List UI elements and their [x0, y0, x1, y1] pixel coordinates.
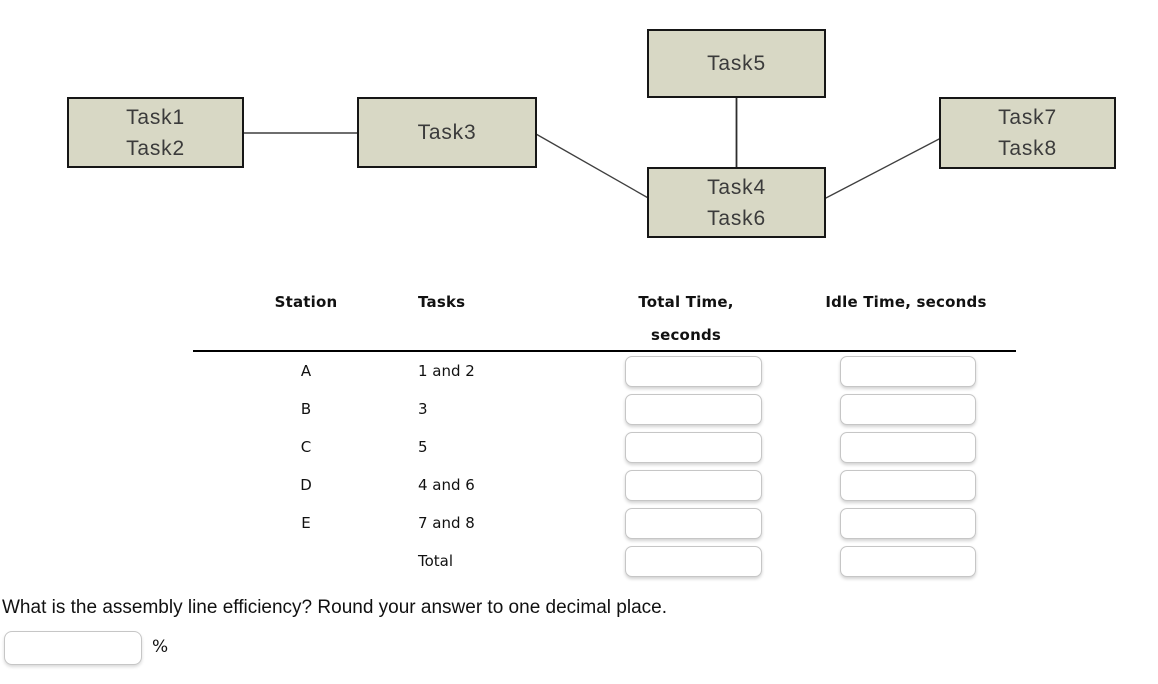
diagram-box-task1-task2: Task1 Task2 [67, 97, 244, 168]
column-header-total-time-line1: Total Time, [638, 293, 734, 311]
column-header-idle-time: Idle Time, seconds [825, 293, 987, 311]
diagram-box-label: Task4 [707, 175, 766, 199]
idle-time-input-a[interactable] [840, 356, 976, 387]
total-time-input-total[interactable] [625, 546, 762, 577]
total-time-input-e[interactable] [625, 508, 762, 539]
diagram-box-task4-task6: Task4 Task6 [647, 167, 826, 238]
column-header-total-time-line2: seconds [650, 326, 722, 344]
tasks-label-b: 3 [418, 400, 428, 418]
diagram-box-label: Task1 [126, 105, 185, 129]
total-time-input-d[interactable] [625, 470, 762, 501]
tasks-label-e: 7 and 8 [418, 514, 475, 532]
diagram-box-label: Task5 [707, 52, 766, 75]
station-label-c: C [300, 438, 312, 456]
diagram-connector-lines [243, 96, 942, 200]
diagram-box-label: Task7 [998, 106, 1057, 129]
column-header-station: Station [274, 293, 338, 311]
station-label-d: D [300, 476, 312, 494]
total-row-label: Total [418, 552, 454, 570]
diagram-box-task7-task8: Task7 Task8 [939, 97, 1116, 169]
tasks-label-a: 1 and 2 [418, 362, 475, 380]
tasks-label-d: 4 and 6 [418, 476, 475, 494]
connector-task3-task46 [535, 133, 651, 200]
efficiency-answer-input[interactable] [4, 631, 142, 665]
total-time-input-c[interactable] [625, 432, 762, 463]
question-text: What is the assembly line efficiency? Ro… [2, 597, 667, 618]
column-header-tasks: Tasks [418, 293, 466, 311]
diagram-box-task5: Task5 [647, 29, 826, 98]
tasks-label-c: 5 [418, 438, 428, 456]
diagram-box-label: Task2 [126, 136, 185, 160]
idle-time-input-b[interactable] [840, 394, 976, 425]
idle-time-input-e[interactable] [840, 508, 976, 539]
total-time-input-a[interactable] [625, 356, 762, 387]
total-time-input-b[interactable] [625, 394, 762, 425]
table-header-divider [193, 350, 1016, 352]
connector-task46-task78 [823, 137, 942, 200]
idle-time-input-total[interactable] [840, 546, 976, 577]
diagram-box-label: Task3 [417, 121, 477, 144]
idle-time-input-c[interactable] [840, 432, 976, 463]
diagram-box-task3: Task3 [357, 97, 537, 168]
diagram-box-label: Task8 [998, 137, 1057, 160]
idle-time-input-d[interactable] [840, 470, 976, 501]
station-label-e: E [301, 514, 311, 532]
diagram-box-label: Task6 [707, 206, 766, 230]
station-label-a: A [300, 362, 312, 380]
percent-unit-label: % [152, 637, 169, 657]
station-label-b: B [300, 400, 312, 418]
